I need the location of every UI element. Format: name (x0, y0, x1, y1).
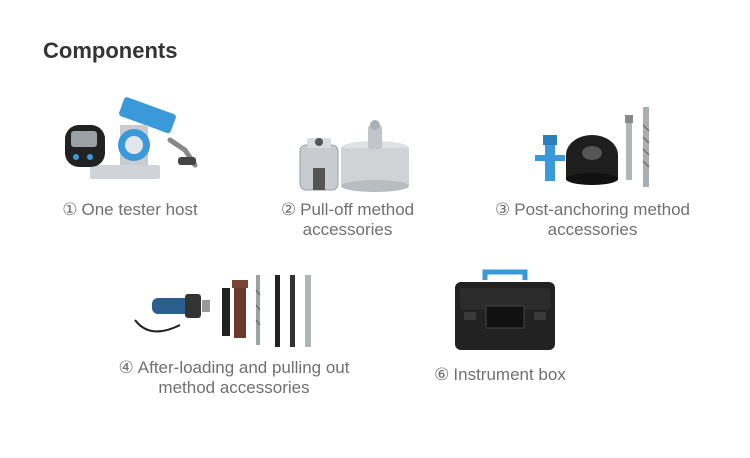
post-anchoring-accessories-image (535, 107, 650, 187)
caption-number: ④ (118, 358, 134, 377)
caption-label: Post-anchoring method (514, 200, 691, 219)
after-loading-accessories-image (134, 275, 311, 347)
caption-number: ③ (494, 200, 511, 219)
pull-off-accessories-image (299, 120, 409, 192)
tester-host-image (65, 97, 198, 179)
caption-label: One tester host (81, 200, 198, 219)
section-title: Components (43, 38, 178, 63)
caption-label-line2: accessories (547, 220, 638, 239)
caption-label: Pull-off method (300, 200, 415, 219)
caption-number: ⑥ (434, 365, 450, 384)
caption-label: After-loading and pulling out (137, 358, 350, 377)
instrument-box-image (455, 269, 555, 350)
caption-number: ② (280, 200, 297, 219)
caption-label-line2: method accessories (158, 378, 310, 397)
caption-label: Instrument box (453, 365, 566, 384)
caption-number: ① (62, 200, 78, 219)
caption-label-line2: accessories (302, 220, 393, 239)
